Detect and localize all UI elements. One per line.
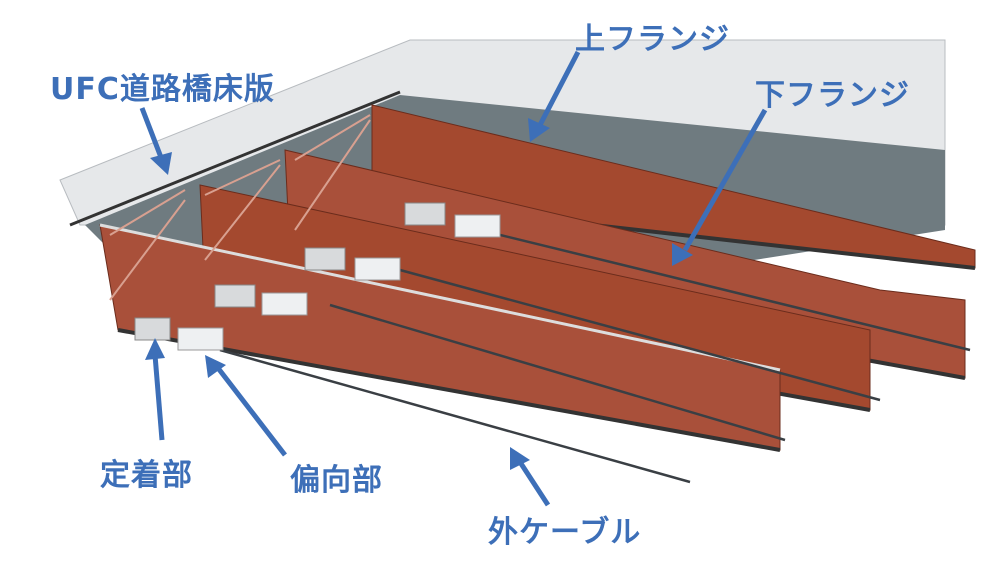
anchorage-blocks — [134, 202, 501, 351]
label-deck: UFC道路橋床版 — [50, 72, 275, 107]
label-lower-flange: 下フランジ — [755, 78, 910, 113]
label-external-cable: 外ケーブル — [488, 515, 642, 550]
label-upper-flange: 上フランジ — [575, 22, 730, 57]
label-anchorage: 定着部 — [100, 458, 193, 493]
slab-edge — [69, 90, 401, 227]
label-arrows — [139, 50, 768, 507]
cross-frames — [109, 114, 371, 301]
external-cables — [219, 228, 971, 484]
label-deviator: 偏向部 — [290, 463, 383, 498]
